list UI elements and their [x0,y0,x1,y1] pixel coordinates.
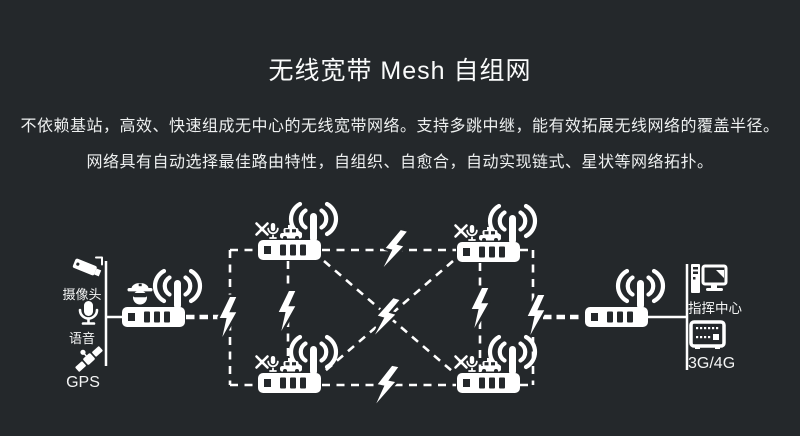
payload-icons [255,354,304,375]
payload-icons [255,221,304,242]
payload-icons [454,223,503,244]
gps-label: GPS [66,374,100,391]
police-officer-icon [127,283,153,305]
wifi-router-icon [585,271,663,327]
lightning-bolt-icon [279,291,296,331]
command-center-label: 指挥中心 [688,301,742,316]
cctv-camera-icon [72,256,103,277]
command-center-router [585,271,663,327]
desktop-computer-icon [691,264,728,293]
left-bracket-link [228,248,257,387]
mesh-router-top-left [255,204,337,260]
lightning-bolt-icon [528,295,545,335]
lightning-bolt-icon [220,297,237,337]
network-3g4g-label: 3G/4G [688,355,736,372]
gps-satellite-icon [75,346,103,372]
mesh-router-top-right [454,206,536,262]
payload-icons [454,354,503,375]
lightning-bolt-icon [374,364,398,407]
page-title: 无线宽带 Mesh 自组网 [268,57,532,85]
description-line-1: 不依赖基站，高效、快速组成无中心的无线宽带网络。支持多跳中继，能有效拓展无线网络… [20,118,780,135]
microphone-icon [78,301,99,325]
voice-label: 语音 [68,331,95,346]
right-bracket-link [520,248,535,387]
radio-base-station-icon [689,320,726,349]
lightning-bolt-icon [472,288,489,328]
lightning-bolt-icon [373,296,400,339]
description-line-2: 网络具有自动选择最佳路由特性，自组织、自愈合，自动实现链式、星状等网络拓扑。 [86,154,714,171]
lightning-bolt-icon [381,228,407,271]
camera-label: 摄像头 [62,287,102,302]
